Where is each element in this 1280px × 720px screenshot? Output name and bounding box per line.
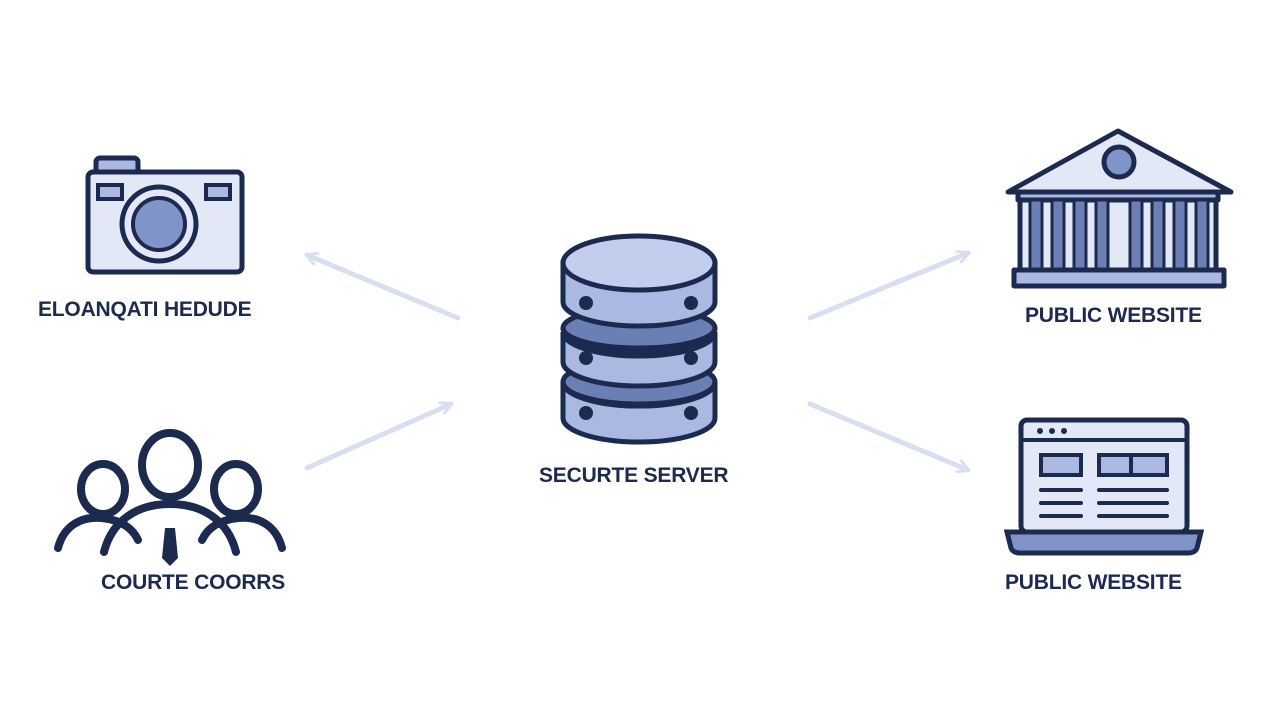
arrow-people-to-server [304,404,454,471]
server-status-dots [579,296,698,420]
camera-label: ELOANQATI HEDUDE [38,298,252,321]
camera-icon [85,155,245,275]
arrow-server-to-building [807,253,971,321]
laptop-label: PUBLIC WEBSITE [1005,571,1182,594]
tie-icon [162,528,178,566]
people-icon [54,429,286,556]
people-label: COURTE COORRS [101,571,285,594]
courthouse-icon [1005,128,1234,289]
arrows [304,253,971,471]
arrow-server-to-laptop [807,401,971,470]
laptop-icon [1003,417,1205,556]
database-server-icon [560,233,718,445]
arrow-server-to-camera [304,255,461,321]
server-label: SECURTE SERVER [539,464,728,487]
window-dots [1037,428,1067,434]
building-label: PUBLIC WEBSITE [1025,304,1202,327]
